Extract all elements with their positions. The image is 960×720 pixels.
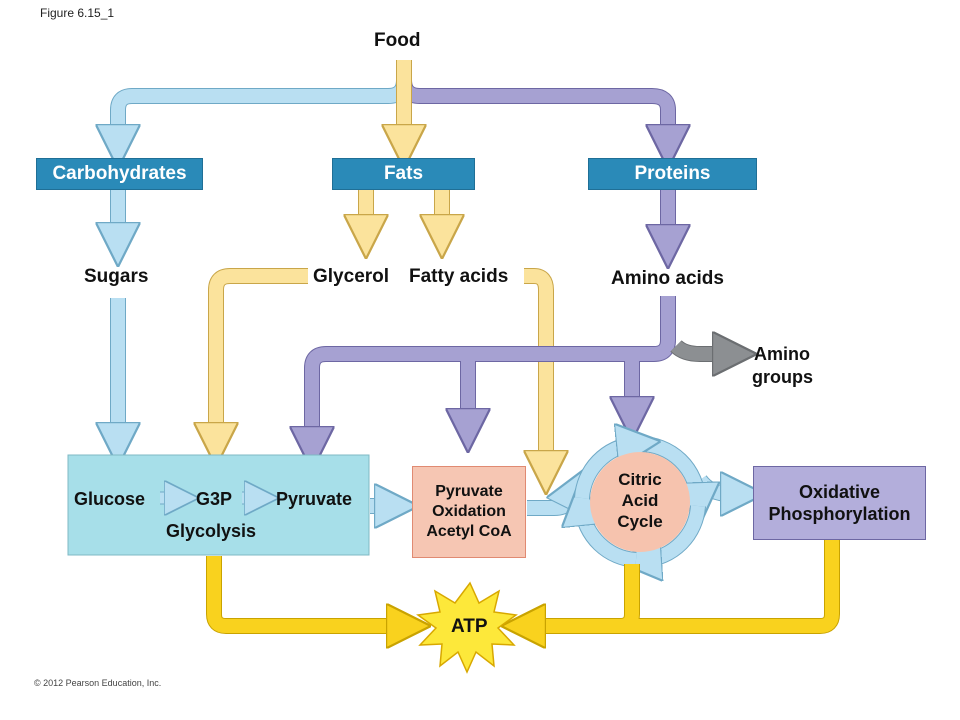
citric-label-line2: Acid bbox=[621, 491, 659, 510]
amino-acids-label: Amino acids bbox=[611, 268, 724, 289]
carbohydrates-box: Carbohydrates bbox=[36, 158, 203, 190]
amino-acids-distribution-arrows bbox=[312, 296, 676, 444]
citric-acid-cycle-label: Citric Acid Cycle bbox=[600, 469, 680, 532]
amino-groups-arrow bbox=[670, 346, 730, 354]
fats-label: Fats bbox=[383, 163, 424, 184]
citric-cycle-to-oxphos-arrow bbox=[693, 480, 738, 494]
sugars-label: Sugars bbox=[84, 266, 149, 287]
copyright-text: © 2012 Pearson Education, Inc. bbox=[34, 678, 162, 688]
fats-box: Fats bbox=[332, 158, 475, 190]
acetyl-coa-to-citric-cycle-arrow bbox=[527, 492, 574, 508]
oxidative-phosphorylation-box: Oxidative Phosphorylation bbox=[753, 466, 926, 540]
food-label: Food bbox=[374, 30, 421, 51]
food-to-carbohydrates-arrow bbox=[118, 62, 412, 142]
citric-label-line1: Citric bbox=[618, 470, 662, 489]
citric-label-line3: Cycle bbox=[617, 512, 663, 531]
atp-starburst bbox=[416, 581, 518, 674]
atp-label: ATP bbox=[451, 616, 488, 637]
glycolysis-to-atp-arrow bbox=[206, 556, 404, 626]
citric-acid-cycle bbox=[578, 440, 702, 564]
food-to-proteins-arrow bbox=[396, 62, 668, 142]
pyruvate-oxidation-line1: Pyruvate bbox=[435, 483, 503, 500]
pyruvate-oxidation-line2: Oxidation bbox=[432, 503, 506, 520]
figure-label: Figure 6.15_1 bbox=[40, 6, 115, 20]
carbohydrates-label: Carbohydrates bbox=[52, 163, 187, 184]
proteins-label: Proteins bbox=[634, 163, 711, 184]
g3p-label: G3P bbox=[196, 489, 233, 509]
amino-groups-label: Amino groups bbox=[752, 343, 813, 389]
glucose-label: Glucose bbox=[74, 489, 146, 509]
pyruvate-oxidation-box: Pyruvate Oxidation Acetyl CoA bbox=[412, 466, 526, 558]
oxphos-label-line1: Oxidative bbox=[798, 482, 881, 502]
fatty-acids-label: Fatty acids bbox=[409, 266, 509, 287]
fatty-acids-to-acetyl-coa-arrow bbox=[524, 268, 546, 468]
glycerol-label: Glycerol bbox=[313, 266, 390, 287]
oxphos-label-line2: Phosphorylation bbox=[768, 504, 911, 524]
acetyl-coa-label: Acetyl CoA bbox=[426, 523, 512, 540]
glycolysis-box bbox=[67, 454, 370, 556]
proteins-box: Proteins bbox=[588, 158, 757, 190]
pyruvate-label: Pyruvate bbox=[276, 489, 353, 509]
amino-groups-label-line1: Amino bbox=[754, 344, 810, 364]
amino-groups-label-line2: groups bbox=[752, 367, 813, 387]
glycolysis-label: Glycolysis bbox=[166, 521, 257, 541]
glycerol-to-g3p-arrow bbox=[216, 268, 308, 440]
oxphos-to-atp-arrow bbox=[528, 540, 840, 626]
